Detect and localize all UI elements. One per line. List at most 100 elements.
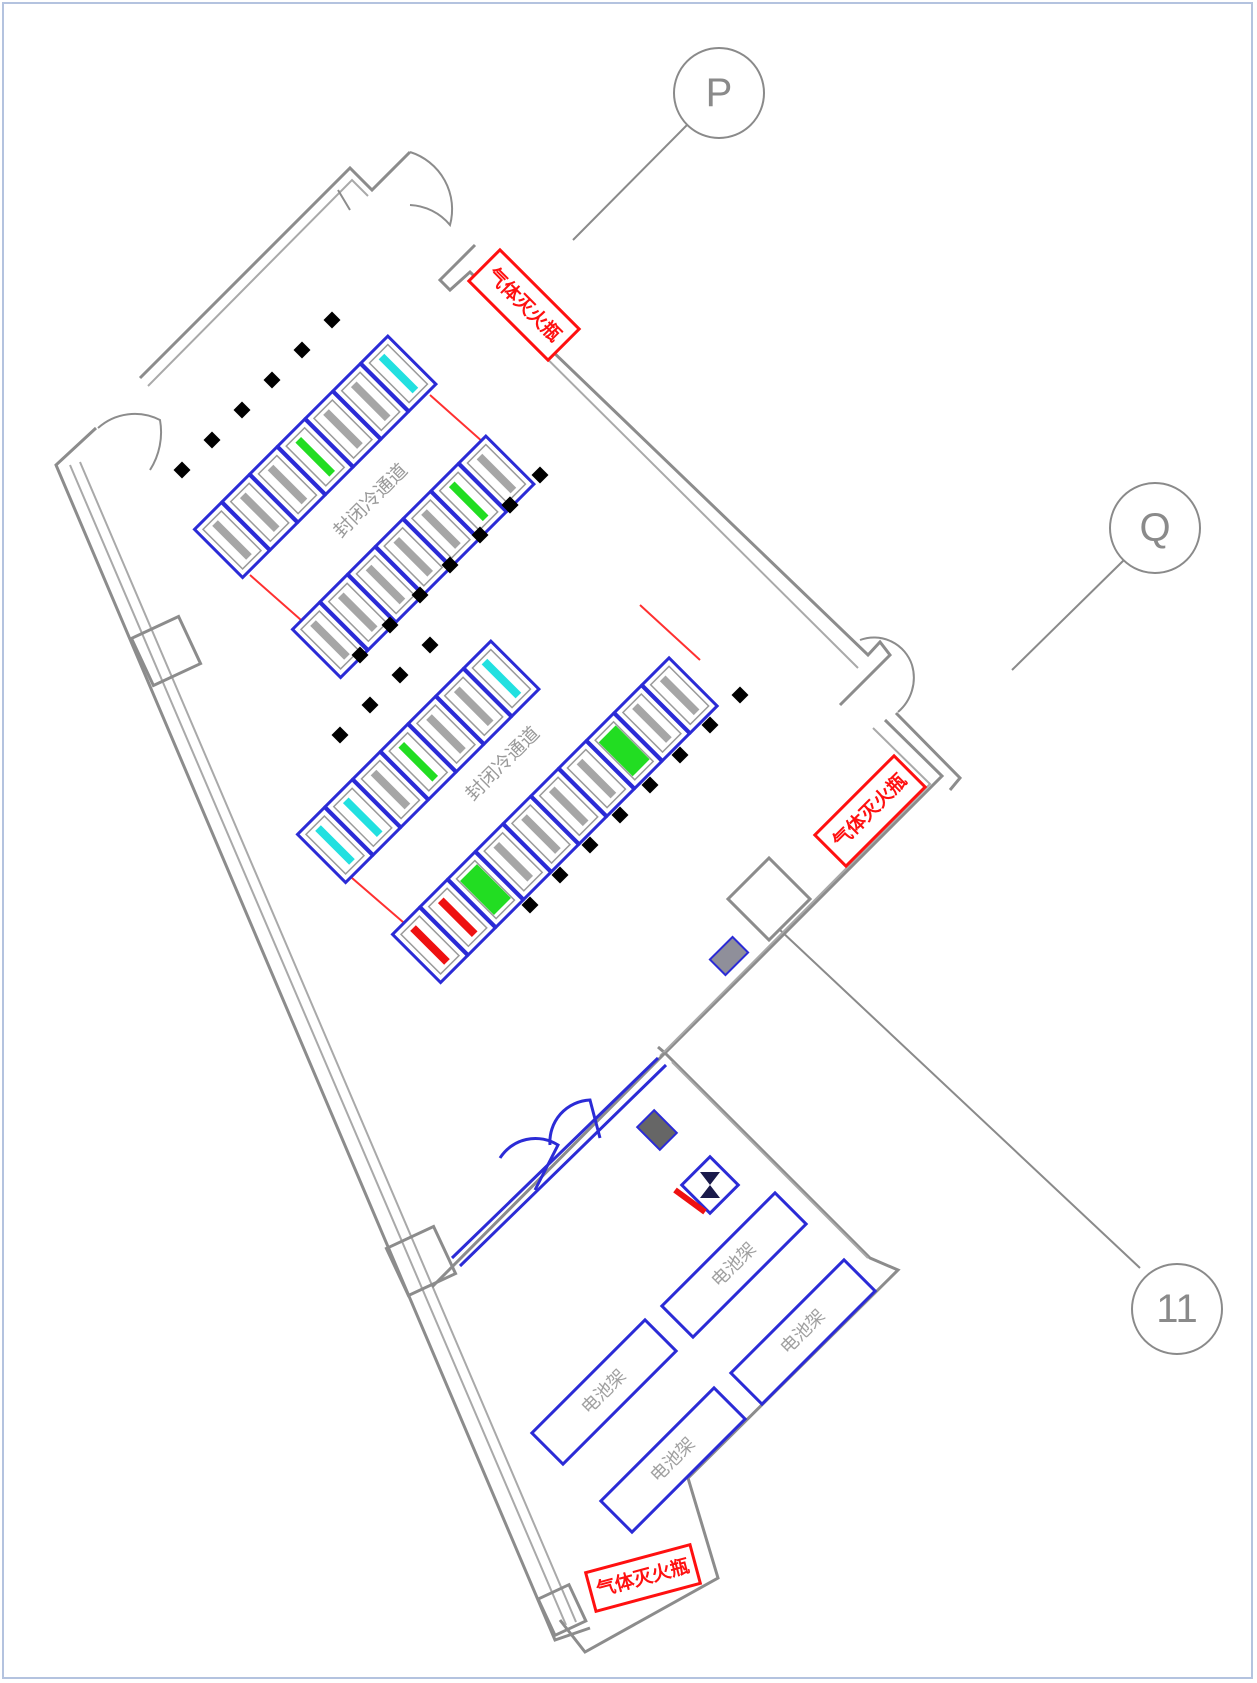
rack-server-bar [310,620,350,660]
fire-cabinet-1: 气体灭火瓶 [466,247,582,363]
rack-server-bar [659,675,700,716]
battery-room-door-2 [548,1098,602,1146]
fire-cabinet-3: 气体灭火瓶 [583,1542,703,1614]
rack-inner [455,859,516,920]
column-left-lower [384,1224,458,1298]
rack-inner [299,609,361,671]
wall-left-inner [69,464,567,1626]
fire-cabinet-2-box [812,753,928,869]
ups-symbol [700,1172,720,1198]
grid-marker-q: Q [1011,482,1201,671]
grid-leader-q [1011,559,1125,671]
rack-2-3 [345,544,426,625]
floor-vent-3-3 [411,586,429,604]
grid-marker-p: P [572,47,765,241]
grid-label-q: Q [1139,506,1170,550]
row-ac-bar [342,797,383,838]
power-cabinet-bar [437,897,478,938]
rack-inner [438,471,499,532]
floor-vents [173,311,749,914]
battery-rack-2-box [529,1317,679,1467]
wall-top-left-inner [147,178,369,387]
wall-top-left [138,150,412,380]
rack-server-bar [632,703,672,743]
rack-2-1 [290,600,370,680]
rack-4-7 [556,738,637,819]
wall-right-corner [894,711,963,791]
rack-3-3 [350,749,431,830]
wall-left-inner-2 [79,461,577,1623]
row-ac-bar [481,658,522,699]
rack-inner [201,509,263,571]
rack-server-bar [576,758,617,799]
floor-vent-3-4 [441,556,459,574]
rack-inner [360,759,421,820]
fire-cabinet-3-box [583,1542,703,1614]
partition-wall [430,1051,667,1289]
battery-rack-2: 电池架 [529,1317,679,1467]
floor-vent-3-7 [531,466,549,484]
rack-inner [304,814,366,876]
rack-inner [399,914,461,976]
precision-ac-panel [598,725,650,777]
rack-server-bar [350,381,391,422]
rack-server-bar [521,814,561,854]
doors [97,151,915,713]
rack-1-3 [247,444,328,525]
floor-vent-5-8 [731,686,749,704]
floor-vent-5-1 [521,896,539,914]
rack-inner [332,787,393,848]
precision-ac-bar [448,481,489,522]
floor-vent-1-5 [293,341,311,359]
grid-circle-p [673,47,765,139]
rack-server-bar [267,464,308,505]
rack-inner [368,343,429,404]
battery-rack-1-box [659,1190,809,1340]
rack-server-bar [365,564,406,605]
rack-3-4 [378,722,458,802]
rack-2-4 [373,517,453,597]
floor-vent-4-1 [331,726,349,744]
rack-2-5 [401,489,481,569]
rack-server-bar [548,786,589,827]
wall-right-mid-inner [659,727,932,1057]
rack-inner [312,398,374,460]
battery-rack-3-box [728,1257,878,1407]
rack-4-10 [640,655,720,735]
control-panel [635,1108,679,1152]
rack-server-bar [323,409,363,449]
column-bottom [536,1582,588,1638]
floor-vent-5-3 [581,836,599,854]
rack-inner [383,526,444,587]
rack-inner [427,887,488,948]
floor-vent-5-7 [701,716,719,734]
ups-red-mark [673,1187,707,1215]
rack-rows [192,333,720,985]
rack-server-bar [393,536,434,577]
column-left-upper [129,614,203,688]
grid-leader-11 [779,929,1141,1269]
floor-vent-4-3 [391,666,409,684]
rack-inner [415,703,477,765]
door-right [859,636,915,713]
floor-vent-3-5 [471,526,489,544]
floor-vent-3-6 [501,496,519,514]
rack-3-1 [295,805,375,885]
rack-inner [621,693,682,754]
rack-inner [388,731,449,792]
grid-leader-p [572,123,689,241]
rack-inner [327,582,388,643]
floor-vent-5-2 [551,866,569,884]
rack-1-7 [358,333,439,414]
rack-inner [229,482,290,543]
battery-room-door-1 [498,1136,560,1191]
rack-inner [285,426,346,487]
rack-inner [340,371,401,432]
floor-vent-5-4 [611,806,629,824]
precision-ac-bar [295,436,336,477]
partition-line-2 [458,1063,668,1268]
rack-4-2 [418,877,498,957]
